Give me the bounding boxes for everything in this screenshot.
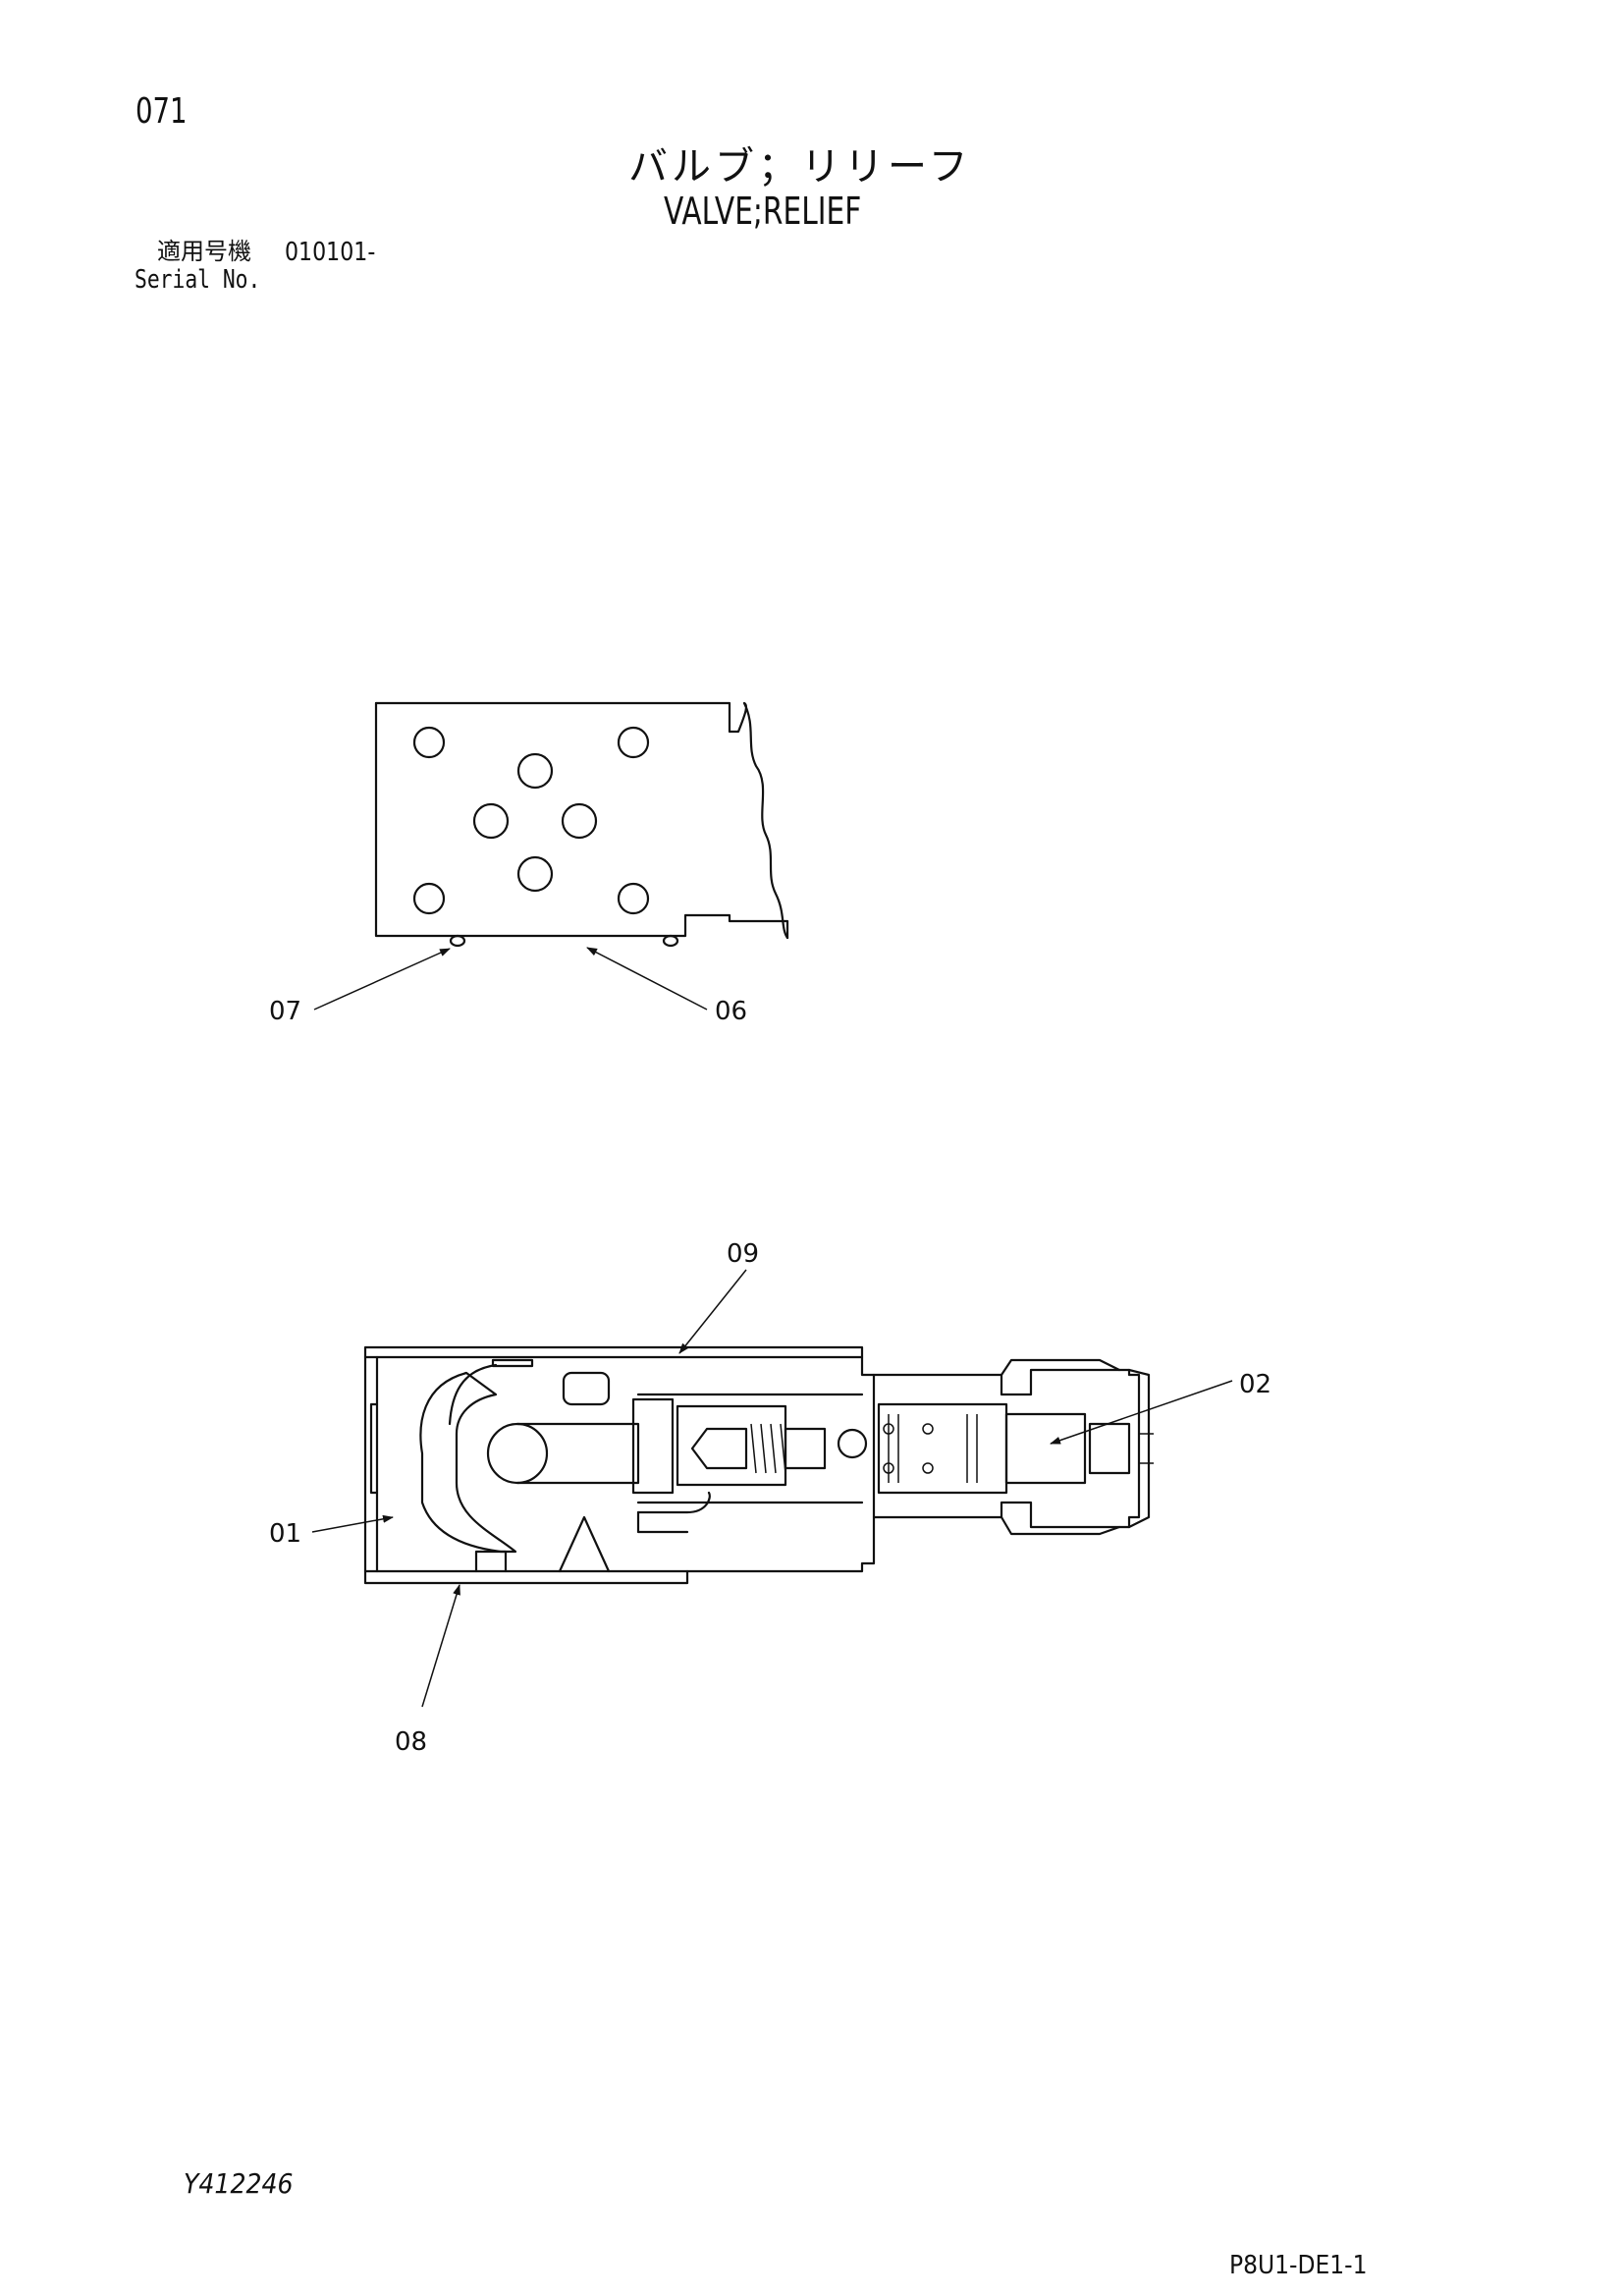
callout-label: 09 [727, 1239, 759, 1269]
bolt-hole-circle [412, 882, 446, 915]
bolt-hole-circle [617, 882, 650, 915]
callout-label: 06 [715, 997, 747, 1026]
leader-line [421, 1584, 460, 1708]
title-english: VALVE;RELIEF [664, 190, 862, 233]
port-circle [472, 802, 510, 840]
leader-line [311, 1514, 394, 1533]
callout-label: 01 [269, 1519, 301, 1549]
page-code: P8U1-DE1-1 [1229, 2251, 1368, 2280]
leader-line [313, 948, 451, 1011]
port-circle [561, 802, 598, 840]
bolt-hole-circle [412, 726, 446, 759]
port-circle [516, 752, 554, 790]
leader-line [586, 947, 708, 1011]
port-circle [516, 855, 554, 893]
leader-line [1050, 1380, 1233, 1445]
callout-label: 08 [395, 1727, 427, 1757]
o-ring-mark [449, 934, 466, 948]
serial-label-english: Serial No. [135, 265, 261, 295]
o-ring-mark [662, 934, 679, 948]
valve-section-view [311, 1269, 1233, 1708]
bolt-hole-circle [617, 726, 650, 759]
callout-label: 07 [269, 997, 301, 1026]
page-number: 071 [135, 91, 188, 132]
callout-label: 02 [1239, 1370, 1271, 1399]
document-code: Y412246 [184, 2167, 294, 2200]
title-japanese: バルブ；リリーフ [628, 144, 972, 190]
serial-range: 010101- [285, 238, 376, 267]
serial-label-japanese: 適用号機 [157, 238, 251, 265]
valve-top-view [313, 701, 789, 1011]
leader-line [678, 1269, 747, 1354]
